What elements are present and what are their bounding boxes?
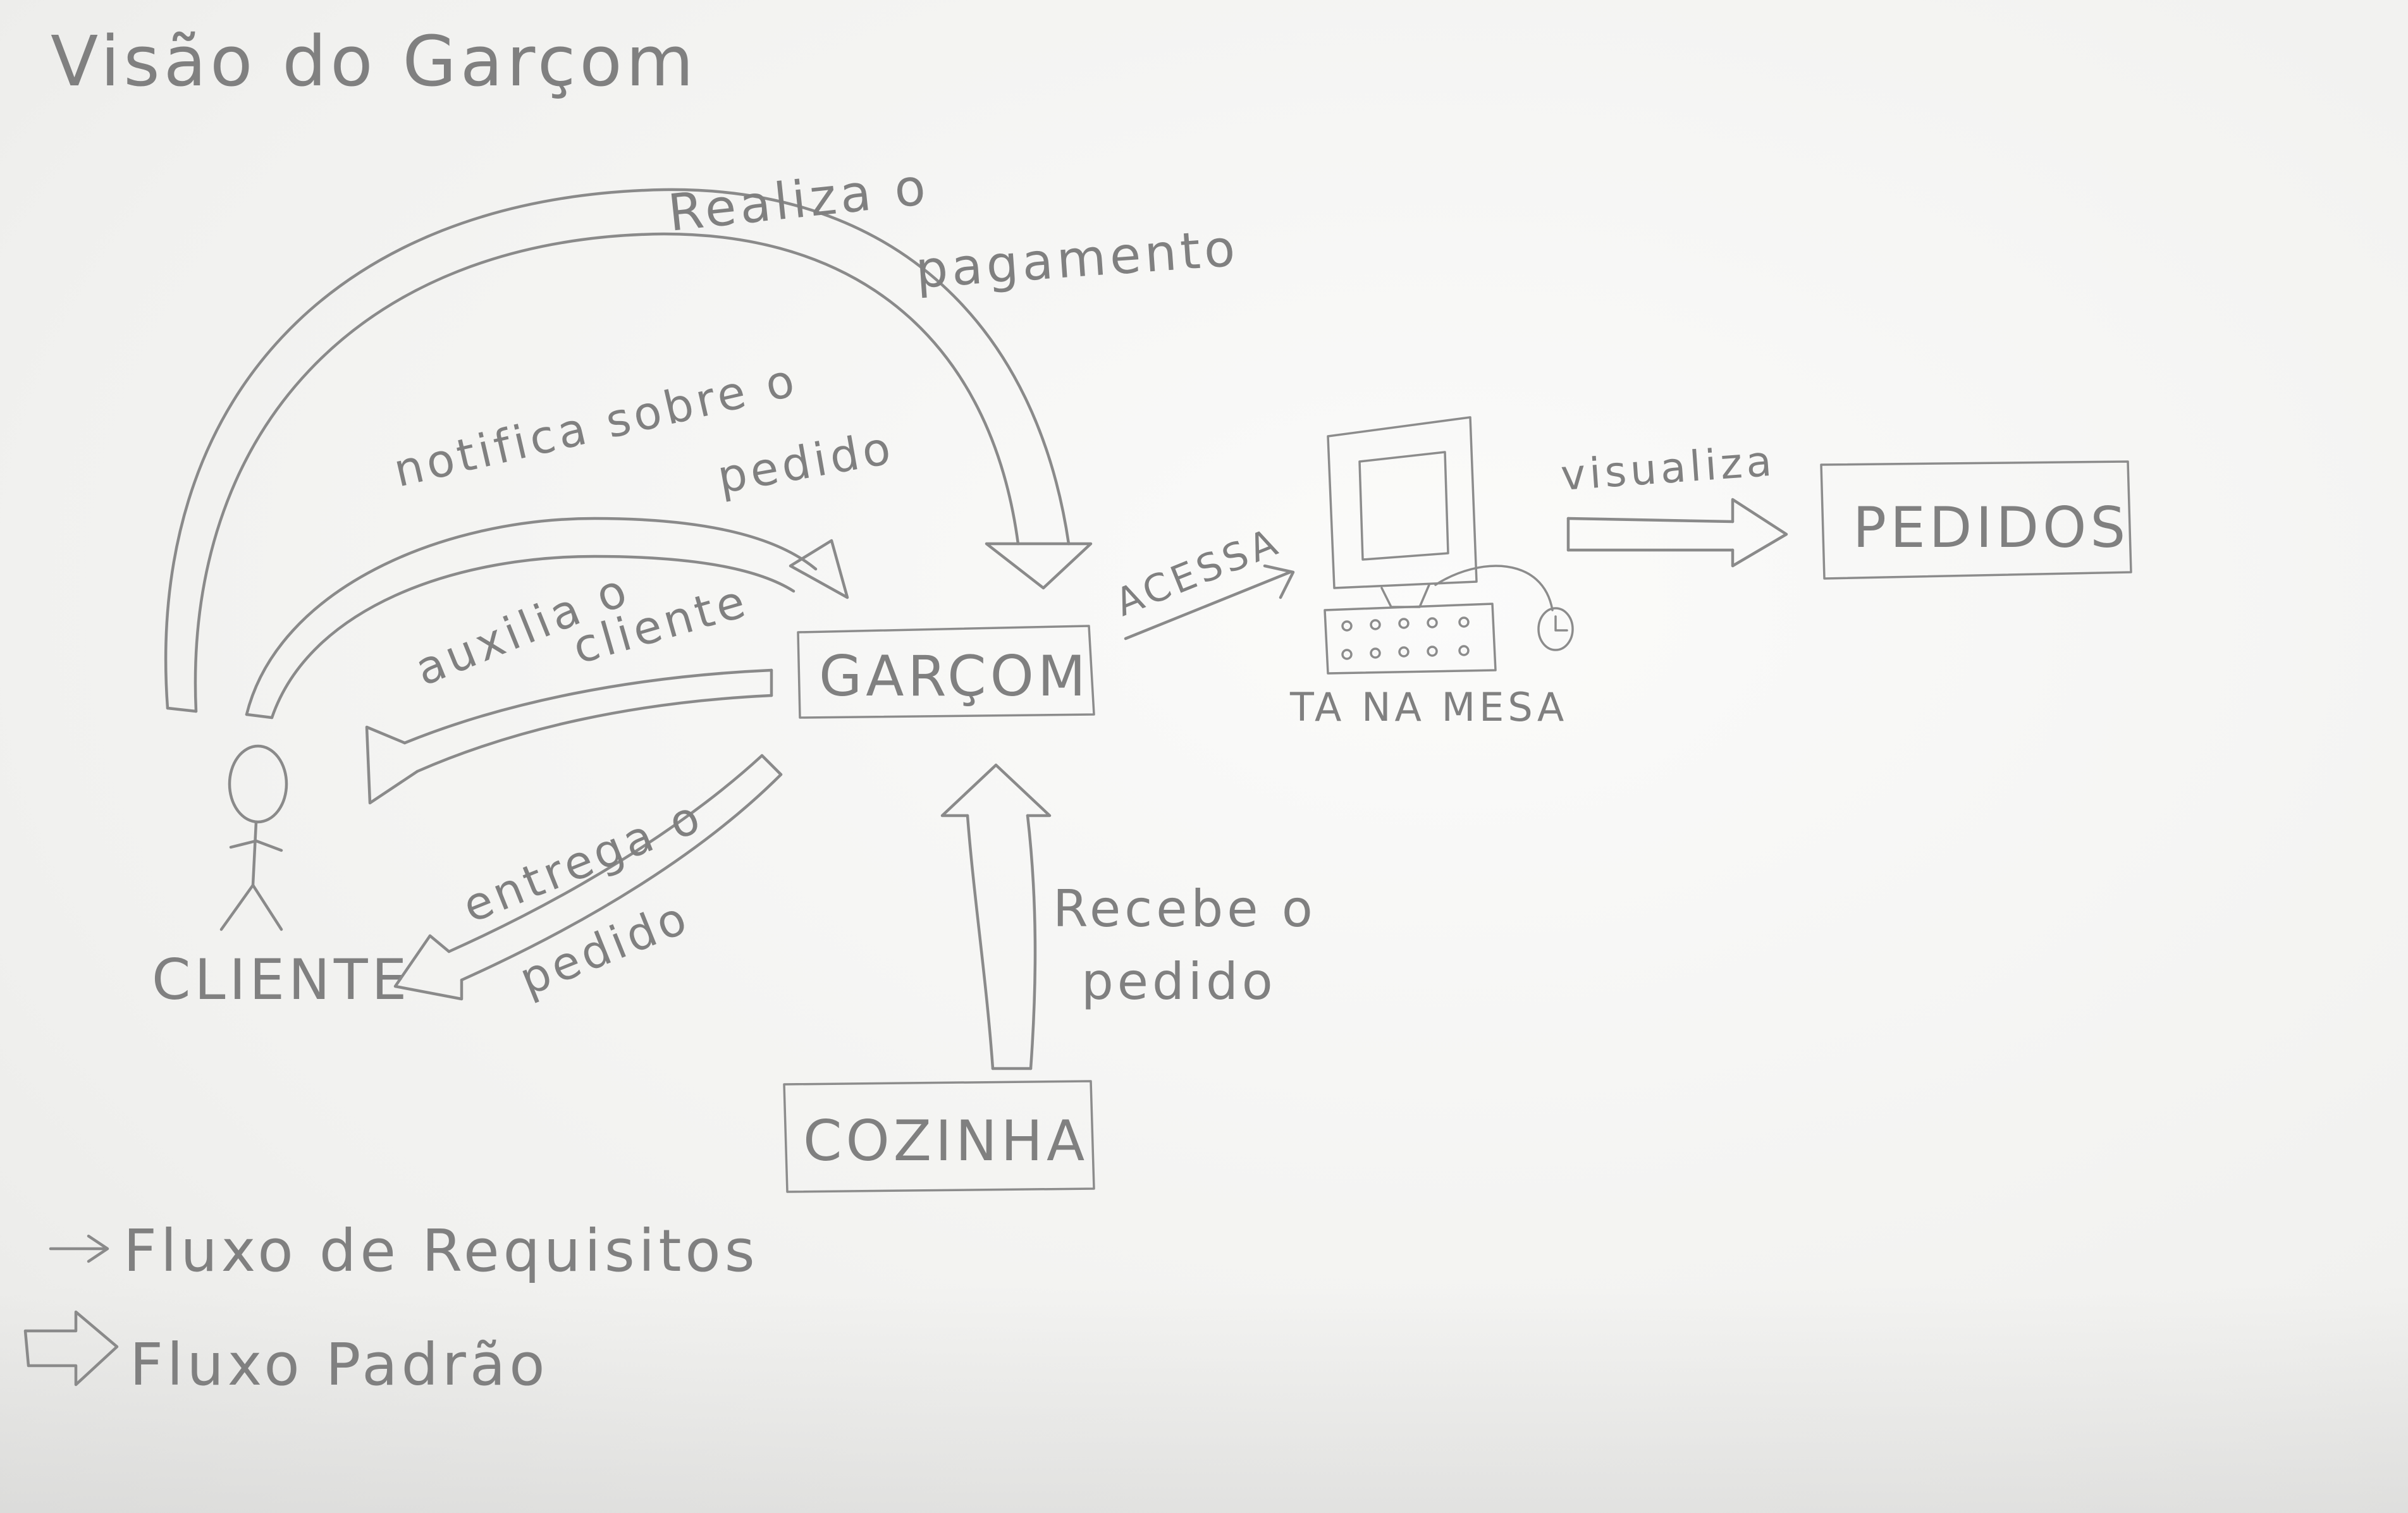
label-recebe-line2: pedido xyxy=(1081,952,1277,1011)
node-cozinha-label: COZINHA xyxy=(803,1108,1088,1173)
diagram-title: Visão do Garçom xyxy=(51,21,697,102)
arrow-auxilia-cliente xyxy=(365,668,773,805)
arrow-realiza-pagamento xyxy=(164,188,1093,713)
legend: Fluxo de Requisitos Fluxo Padrão xyxy=(23,1217,759,1399)
label-realiza-line2: pagamento xyxy=(914,218,1241,299)
node-pedidos: PEDIDOS xyxy=(1820,460,2132,580)
legend-padrao: Fluxo Padrão xyxy=(23,1310,549,1399)
tablet-computer-icon xyxy=(1324,416,1574,675)
arrow-recebe-pedido xyxy=(940,763,1052,1070)
legend-requisitos: Fluxo de Requisitos xyxy=(49,1217,759,1285)
arrow-notifica-pedido xyxy=(245,517,849,720)
arrow-visualiza xyxy=(1566,498,1788,568)
node-garcom-label: GARÇOM xyxy=(819,644,1090,709)
node-cozinha: COZINHA xyxy=(783,1080,1095,1193)
label-notifica-line2: pedido xyxy=(713,420,898,504)
label-visualiza: visualiza xyxy=(1559,436,1777,500)
legend-requisitos-label: Fluxo de Requisitos xyxy=(123,1217,759,1285)
arrow-entrega-pedido xyxy=(393,754,783,1001)
cliente-stick-figure-icon xyxy=(219,744,288,931)
node-cliente-label: CLIENTE xyxy=(152,947,410,1012)
node-garcom: GARÇOM xyxy=(797,625,1095,719)
label-realiza-line1: Realiza o xyxy=(665,157,932,243)
legend-padrao-label: Fluxo Padrão xyxy=(130,1331,549,1399)
arrow-acessa xyxy=(1124,564,1295,640)
node-tablet-label: TA NA MESA xyxy=(1289,684,1568,730)
label-recebe-line1: Recebe o xyxy=(1053,879,1317,938)
node-pedidos-label: PEDIDOS xyxy=(1853,495,2129,560)
